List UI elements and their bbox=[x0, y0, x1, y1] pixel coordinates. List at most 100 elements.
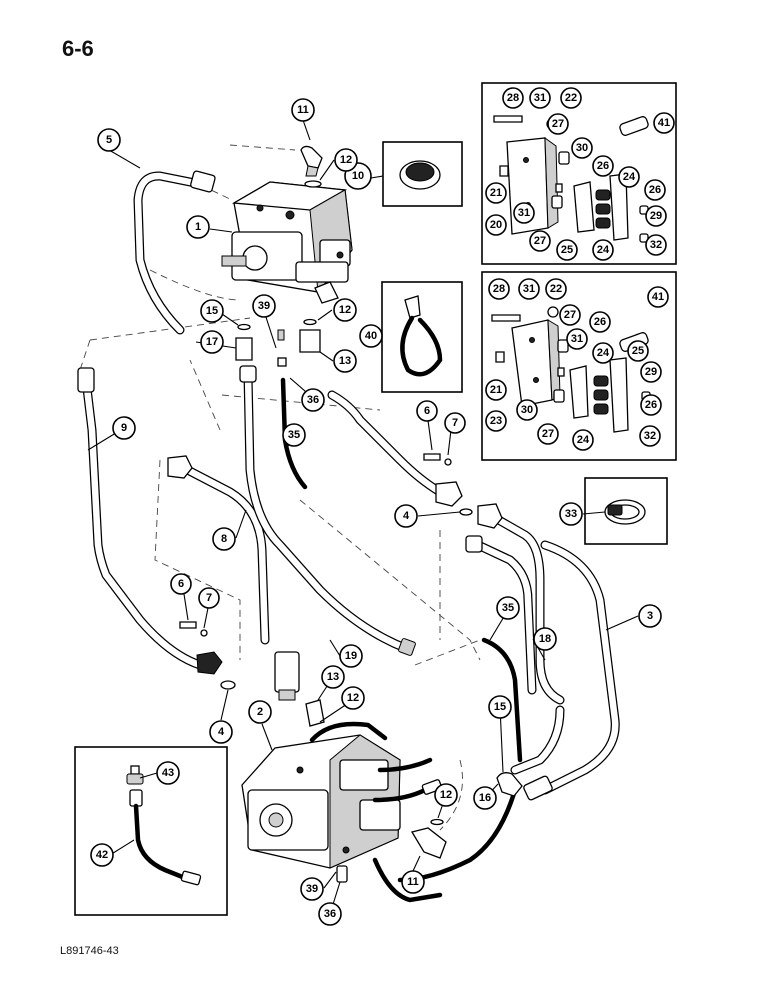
tube-8 bbox=[167, 455, 270, 645]
svg-text:25: 25 bbox=[632, 345, 644, 357]
inset-42-43 bbox=[74, 746, 228, 916]
page-number: 6-6 bbox=[62, 36, 94, 61]
kit1-callout-22: 22 bbox=[560, 87, 582, 109]
kit1-callout-24a: 24 bbox=[618, 166, 640, 188]
kit1-callout-30: 30 bbox=[571, 137, 593, 159]
kit1-callout-24b: 24 bbox=[592, 239, 614, 261]
callout-7a: 7 bbox=[444, 412, 466, 434]
callout-6b: 6 bbox=[170, 573, 192, 595]
svg-text:7: 7 bbox=[206, 592, 212, 604]
callout-19: 19 bbox=[339, 644, 363, 668]
svg-text:27: 27 bbox=[534, 235, 546, 247]
svg-text:16: 16 bbox=[479, 792, 491, 804]
svg-text:3: 3 bbox=[647, 610, 653, 622]
svg-text:31: 31 bbox=[534, 92, 546, 104]
kit2-callout-32: 32 bbox=[639, 425, 661, 447]
callout-4b: 4 bbox=[209, 720, 233, 744]
svg-text:20: 20 bbox=[490, 219, 502, 231]
callout-13b: 13 bbox=[321, 665, 345, 689]
callout-12b: 12 bbox=[333, 298, 357, 322]
callout-13a: 13 bbox=[333, 349, 357, 373]
svg-text:43: 43 bbox=[162, 767, 174, 779]
svg-text:8: 8 bbox=[221, 533, 227, 545]
inset-40 bbox=[381, 281, 463, 393]
kit2-callout-21: 21 bbox=[485, 379, 507, 401]
kit1-callout-21: 21 bbox=[485, 182, 507, 204]
kit2-callout-22: 22 bbox=[545, 278, 567, 300]
callout-7b: 7 bbox=[198, 587, 220, 609]
svg-text:22: 22 bbox=[565, 92, 577, 104]
svg-text:26: 26 bbox=[594, 316, 606, 328]
callout-35a: 35 bbox=[282, 423, 306, 447]
kit1-callout-27b: 27 bbox=[529, 230, 551, 252]
svg-text:15: 15 bbox=[494, 701, 506, 713]
callout-42: 42 bbox=[90, 843, 114, 867]
svg-text:5: 5 bbox=[106, 134, 112, 146]
svg-text:26: 26 bbox=[597, 160, 609, 172]
kit2-callout-30: 30 bbox=[516, 399, 538, 421]
svg-text:25: 25 bbox=[561, 244, 573, 256]
tube-3 bbox=[510, 540, 620, 801]
svg-text:6: 6 bbox=[424, 405, 430, 417]
svg-text:29: 29 bbox=[645, 366, 657, 378]
svg-text:10: 10 bbox=[352, 170, 364, 182]
callout-11a: 11 bbox=[291, 98, 315, 122]
inset-10 bbox=[382, 141, 463, 207]
callout-39a: 39 bbox=[252, 294, 276, 318]
svg-text:24: 24 bbox=[597, 347, 610, 359]
svg-text:30: 30 bbox=[521, 404, 533, 416]
kit1-callout-20: 20 bbox=[485, 214, 507, 236]
callout-4a: 4 bbox=[394, 504, 418, 528]
upper-pump bbox=[221, 145, 353, 367]
svg-text:35: 35 bbox=[502, 602, 514, 614]
tube-5 bbox=[133, 170, 216, 335]
svg-text:21: 21 bbox=[490, 384, 502, 396]
callout-15a: 15 bbox=[200, 299, 224, 323]
kit2-callout-41: 41 bbox=[647, 286, 669, 308]
kit2-callout-24b: 24 bbox=[572, 429, 594, 451]
svg-text:39: 39 bbox=[306, 883, 318, 895]
svg-text:7: 7 bbox=[452, 417, 458, 429]
svg-text:24: 24 bbox=[597, 244, 610, 256]
svg-text:26: 26 bbox=[649, 184, 661, 196]
callout-33: 33 bbox=[559, 502, 583, 526]
tube-19 bbox=[239, 365, 416, 656]
svg-text:35: 35 bbox=[288, 429, 300, 441]
callout-12a: 12 bbox=[334, 148, 358, 172]
svg-text:12: 12 bbox=[340, 154, 352, 166]
svg-text:13: 13 bbox=[327, 671, 339, 683]
callout-15b: 15 bbox=[488, 695, 512, 719]
svg-text:6: 6 bbox=[178, 578, 184, 590]
svg-text:31: 31 bbox=[523, 283, 535, 295]
callout-5: 5 bbox=[97, 128, 121, 152]
svg-text:1: 1 bbox=[195, 221, 201, 233]
kit2-callout-31a: 31 bbox=[518, 278, 540, 300]
callout-17: 17 bbox=[200, 330, 224, 354]
kit1-callout-26a: 26 bbox=[592, 155, 614, 177]
callout-12c: 12 bbox=[341, 686, 365, 710]
svg-text:27: 27 bbox=[564, 309, 576, 321]
svg-text:32: 32 bbox=[650, 239, 662, 251]
svg-text:23: 23 bbox=[490, 415, 502, 427]
svg-text:39: 39 bbox=[258, 300, 270, 312]
callout-8: 8 bbox=[212, 527, 236, 551]
svg-text:12: 12 bbox=[440, 789, 452, 801]
kit1-callout-26b: 26 bbox=[644, 179, 666, 201]
kit2-callout-28: 28 bbox=[488, 278, 510, 300]
kit1-callout-32: 32 bbox=[645, 234, 667, 256]
kit1-callout-41: 41 bbox=[653, 112, 675, 134]
svg-text:11: 11 bbox=[407, 876, 419, 888]
svg-text:4: 4 bbox=[403, 510, 410, 522]
svg-text:19: 19 bbox=[345, 650, 357, 662]
svg-text:22: 22 bbox=[550, 283, 562, 295]
callout-40: 40 bbox=[359, 324, 383, 348]
kit1-callout-31b: 31 bbox=[513, 202, 535, 224]
lower-pump bbox=[241, 651, 523, 883]
kit2-callout-24a: 24 bbox=[592, 342, 614, 364]
svg-text:2: 2 bbox=[257, 706, 263, 718]
kit2-callout-31b: 31 bbox=[566, 328, 588, 350]
kit2-callout-25: 25 bbox=[627, 340, 649, 362]
callout-1: 1 bbox=[186, 215, 210, 239]
svg-text:42: 42 bbox=[96, 849, 108, 861]
svg-text:11: 11 bbox=[297, 104, 309, 116]
